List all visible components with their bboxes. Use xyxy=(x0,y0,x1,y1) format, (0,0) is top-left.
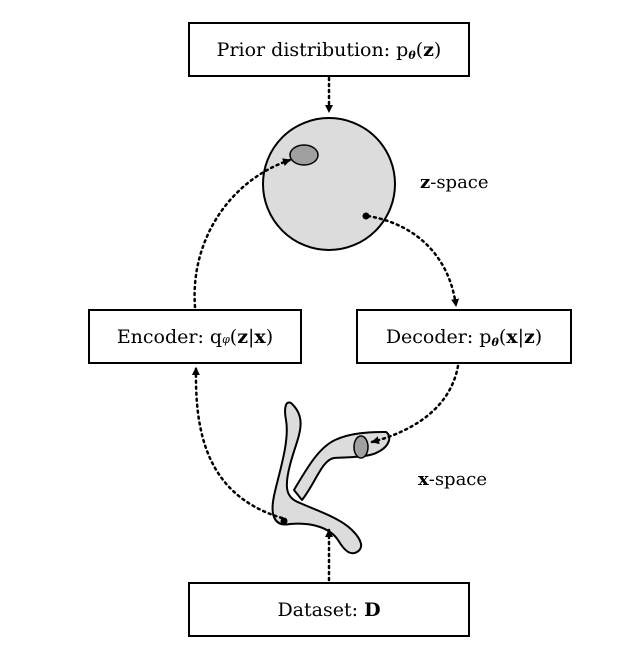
decoder-close-paren: ) xyxy=(534,325,543,348)
prior-theta-subscript: θ xyxy=(408,48,416,62)
z-space-sample-point xyxy=(362,212,370,220)
encoder-phi-subscript: φ xyxy=(222,333,230,346)
dataset-d-variable: D xyxy=(364,598,381,621)
x-space-reconstruction-ellipse xyxy=(353,435,369,459)
z-space-posterior-ellipse xyxy=(289,144,319,166)
z-space-variable: z xyxy=(420,172,431,193)
encoder-label: Encoder: q xyxy=(116,325,223,348)
encoder-z-variable: z xyxy=(237,325,249,348)
x-space-manifold xyxy=(271,401,391,555)
encoder-open-paren: ( xyxy=(229,325,238,348)
encoder-close-paren: ) xyxy=(265,325,274,348)
x-space-variable: x xyxy=(418,469,429,490)
x-space-data-point xyxy=(280,517,288,525)
z-space-sphere xyxy=(262,117,396,251)
decoder-label: Decoder: p xyxy=(385,325,492,348)
encoder-bar: | xyxy=(248,325,255,348)
arrow-encoder-to-z-space xyxy=(193,158,292,309)
z-space-suffix: -space xyxy=(430,172,489,193)
prior-open-paren: ( xyxy=(415,38,424,61)
z-space-label: z-space xyxy=(420,172,489,193)
arrow-x-space-to-encoder xyxy=(191,366,284,520)
decoder-theta-subscript: θ xyxy=(491,335,499,349)
prior-z-variable: z xyxy=(423,38,434,61)
x-space-label: x-space xyxy=(418,469,487,490)
x-space-suffix: -space xyxy=(428,469,488,490)
prior-close-paren: ) xyxy=(433,38,442,61)
encoder-x-variable: x xyxy=(254,325,266,348)
prior-label: Prior distribution: p xyxy=(216,38,409,61)
decoder-open-paren: ( xyxy=(498,325,507,348)
arrow-z-space-to-decoder xyxy=(366,214,460,308)
arrow-decoder-to-x-space xyxy=(370,364,460,445)
dataset-label: Dataset: xyxy=(277,598,365,621)
dataset-box: Dataset: D xyxy=(188,582,470,637)
decoder-bar: | xyxy=(517,325,524,348)
decoder-z-variable: z xyxy=(523,325,535,348)
decoder-x-variable: x xyxy=(506,325,518,348)
